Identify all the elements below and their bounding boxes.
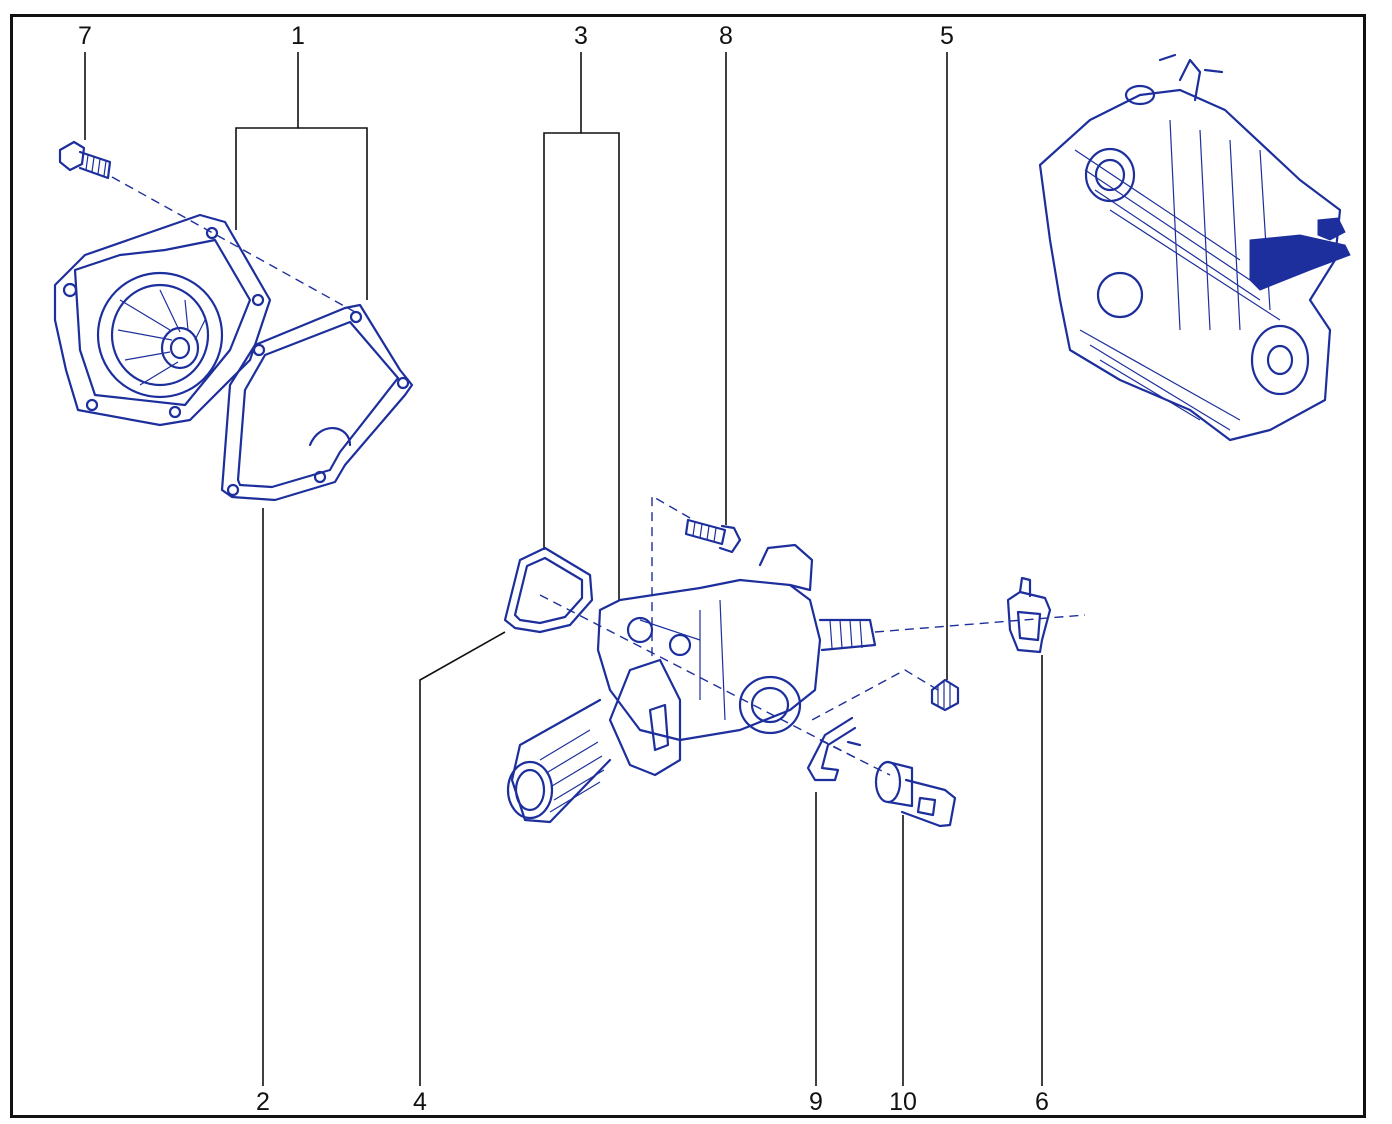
callout-3: 3 bbox=[574, 22, 588, 50]
highlighted-outlet bbox=[1317, 217, 1346, 241]
leader-4 bbox=[419, 631, 506, 1086]
pump-gasket-2 bbox=[220, 303, 414, 502]
callout-6: 6 bbox=[1035, 1088, 1049, 1116]
callout-9: 9 bbox=[809, 1088, 823, 1116]
callout-2: 2 bbox=[256, 1088, 270, 1116]
axis-bolt-7 bbox=[111, 176, 356, 313]
callout-1: 1 bbox=[291, 22, 305, 50]
bolt-8 bbox=[684, 518, 742, 554]
leader-1 bbox=[235, 52, 299, 230]
callout-4: 4 bbox=[413, 1088, 427, 1116]
leader-3b bbox=[581, 132, 620, 600]
callout-8: 8 bbox=[719, 22, 733, 50]
engine-locator-illustration bbox=[1038, 53, 1351, 442]
callout-5: 5 bbox=[940, 22, 954, 50]
thermostat-housing-3 bbox=[506, 543, 877, 824]
hose-clip-6 bbox=[1006, 576, 1052, 654]
highlighted-thermostat bbox=[1249, 234, 1351, 291]
water-pump-1 bbox=[53, 213, 272, 427]
leader-3 bbox=[543, 52, 582, 550]
callout-10: 10 bbox=[889, 1088, 917, 1116]
leader-lines bbox=[84, 52, 1043, 1086]
bolt-7 bbox=[58, 140, 112, 180]
plug-5 bbox=[930, 678, 960, 712]
retaining-clip-9 bbox=[806, 716, 862, 782]
axis-plug-5 bbox=[811, 669, 939, 721]
axis-hose-6 bbox=[874, 614, 1086, 633]
leader-1b bbox=[298, 127, 368, 300]
axis-bolt-8 bbox=[651, 494, 691, 660]
housing-gasket-4 bbox=[503, 546, 594, 634]
callout-7: 7 bbox=[78, 22, 92, 50]
temperature-sensor-10 bbox=[874, 760, 957, 828]
